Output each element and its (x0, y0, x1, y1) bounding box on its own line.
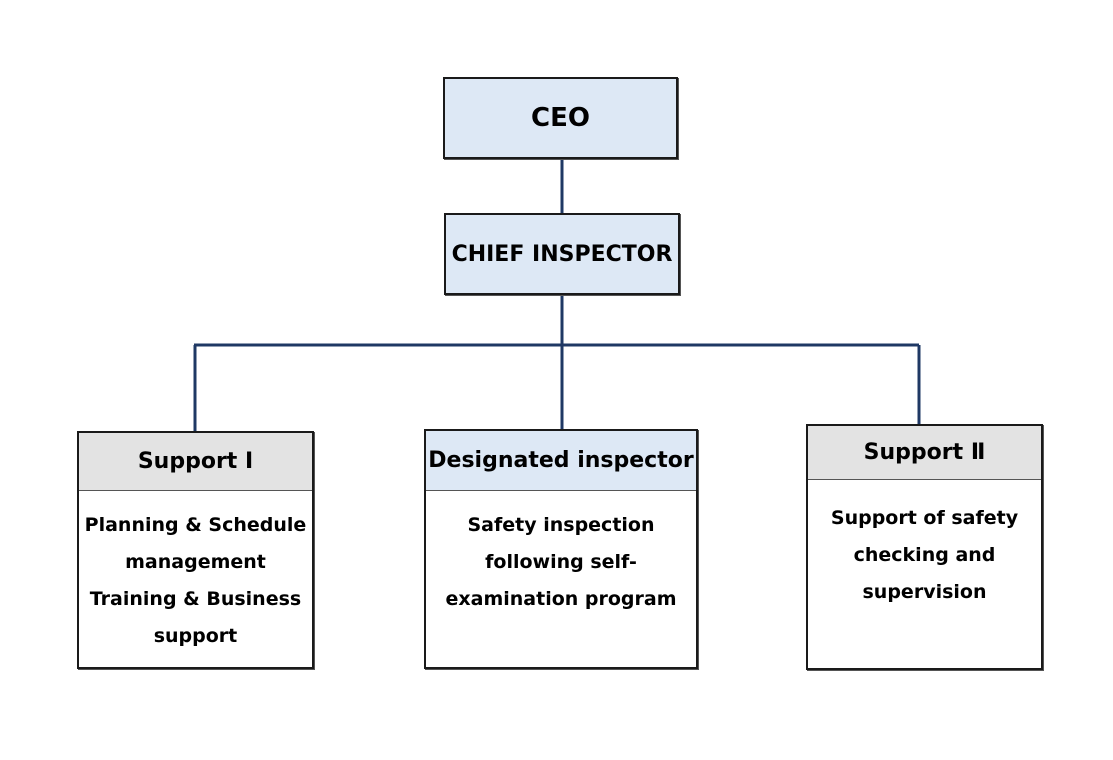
support-1-line: Planning & Schedule (84, 514, 307, 536)
support-1-line: Training & Business (89, 588, 302, 610)
ceo-label: CEO (531, 103, 590, 133)
designated-inspector-box: Designated inspector Safety inspection f… (424, 429, 698, 669)
designated-inspector-line: Safety inspection (467, 514, 655, 536)
support-2-header: Support Ⅱ (808, 426, 1041, 480)
support-1-line: management (125, 551, 266, 573)
designated-inspector-title: Designated inspector (428, 448, 694, 473)
support-2-box: Support Ⅱ Support of safety checking and… (806, 424, 1043, 670)
designated-inspector-header: Designated inspector (426, 431, 696, 491)
designated-inspector-line: examination program (445, 588, 677, 610)
support-2-description: Support of safety checking and supervisi… (808, 480, 1041, 611)
support-1-header: Support Ⅰ (79, 433, 312, 491)
ceo-box: CEO (443, 77, 678, 159)
support-1-line: support (153, 625, 238, 647)
chief-inspector-box: CHIEF INSPECTOR (444, 213, 680, 295)
support-1-title: Support Ⅰ (137, 449, 254, 474)
support-2-line: supervision (862, 581, 987, 603)
support-2-title: Support Ⅱ (863, 440, 986, 465)
designated-inspector-line: following self- (485, 551, 637, 573)
chief-inspector-label: CHIEF INSPECTOR (451, 241, 673, 267)
support-2-line: checking and (853, 544, 996, 566)
support-1-box: Support Ⅰ Planning & Schedule management… (77, 431, 314, 669)
support-2-line: Support of safety (830, 507, 1019, 529)
designated-inspector-description: Safety inspection following self- examin… (426, 491, 696, 618)
support-1-description: Planning & Schedule management Training … (79, 491, 312, 655)
